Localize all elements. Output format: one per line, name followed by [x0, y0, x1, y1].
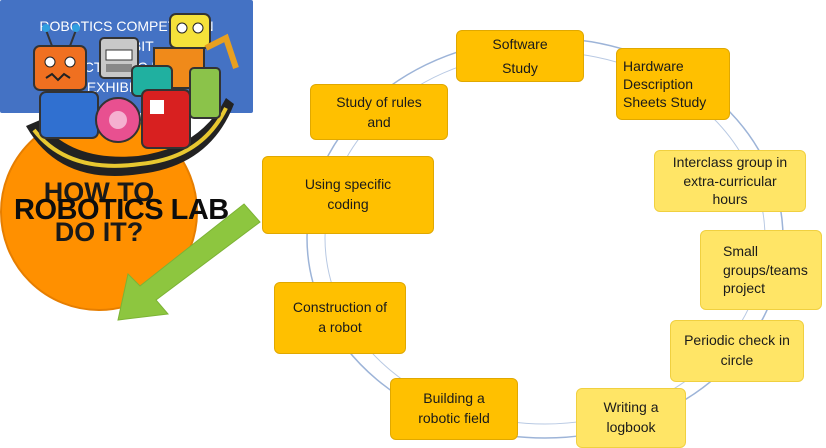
step-building-field-label: Building a robotic field: [418, 390, 490, 426]
step-writing-logbook: Writing a logbook: [576, 388, 686, 448]
robot-drawing-icon: [26, 13, 239, 176]
step-software-study-label: Software Study: [492, 35, 548, 77]
step-writing-logbook-label: Writing a logbook: [603, 399, 659, 435]
step-study-rules-label: Study of rules and: [336, 93, 422, 130]
step-small-groups: Small groups/teams project: [700, 230, 822, 310]
lab-title: ROBOTICS LAB: [14, 194, 229, 226]
arrow-down-left-icon: [117, 203, 261, 321]
step-building-field: Building a robotic field: [390, 378, 518, 440]
step-interclass-group-label: Interclass group in extra-curricular hou…: [672, 153, 788, 208]
center-question-text: HOW TO DO IT?: [43, 176, 155, 248]
step-interclass-group: Interclass group in extra-curricular hou…: [654, 150, 806, 212]
step-hardware-sheets-label: Hardware Description Sheets Study: [623, 57, 707, 111]
step-construction-label: Construction of a robot: [292, 299, 388, 335]
step-specific-coding-label: Using specific coding: [304, 176, 392, 212]
step-hardware-sheets: Hardware Description Sheets Study: [616, 48, 730, 120]
step-software-study: Software Study: [456, 30, 584, 82]
step-periodic-check-label: Periodic check in circle: [684, 332, 790, 368]
step-small-groups-label: Small groups/teams project: [723, 242, 808, 297]
step-study-rules: Study of rules and: [310, 84, 448, 140]
step-periodic-check: Periodic check in circle: [670, 320, 804, 382]
step-construction: Construction of a robot: [274, 282, 406, 354]
step-specific-coding: Using specific coding: [262, 156, 434, 234]
